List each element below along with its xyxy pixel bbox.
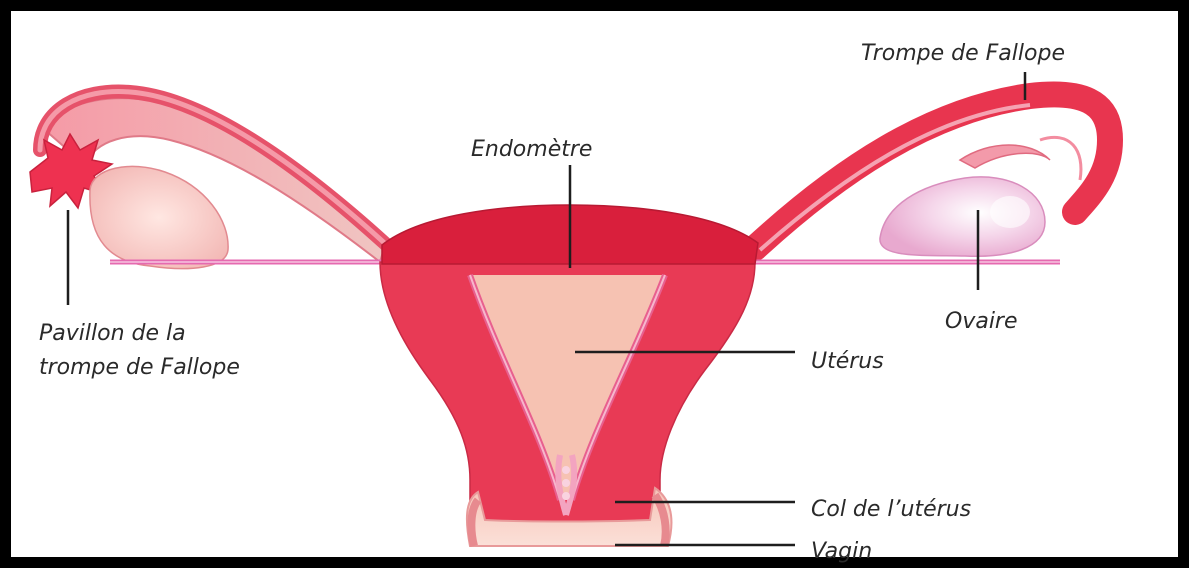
label-fallopian-tube: Trompe de Fallope xyxy=(861,39,1065,69)
label-endometrium: Endomètre xyxy=(471,135,592,165)
label-infundibulum-line1: Pavillon de la xyxy=(39,319,186,349)
label-vagina: Vagin xyxy=(811,537,872,567)
uterus-anatomy-diagram xyxy=(11,11,1178,557)
left-ovary xyxy=(90,166,228,268)
label-uterus: Utérus xyxy=(811,347,884,377)
label-cervix: Col de l’utérus xyxy=(811,495,971,525)
label-ovary: Ovaire xyxy=(945,307,1018,337)
label-infundibulum-line2: trompe de Fallope xyxy=(39,353,240,383)
right-fimbriae xyxy=(960,145,1050,168)
